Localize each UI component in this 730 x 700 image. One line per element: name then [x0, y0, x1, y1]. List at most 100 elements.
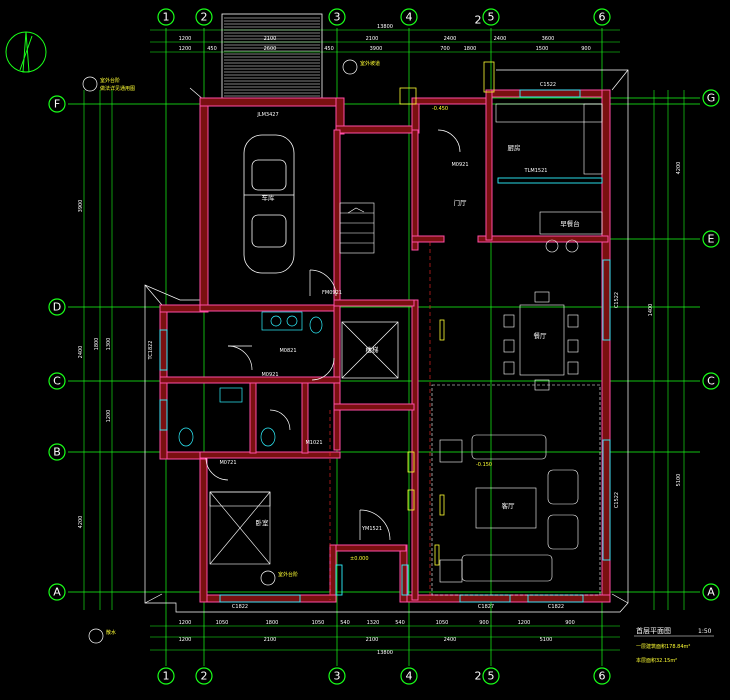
room-labels: 车库 厨房 餐厅 客厅 卧室 楼梯 门厅 早餐台 [256, 143, 580, 527]
garage-ramp [221, 13, 323, 101]
right-axis-labels: G E C A [702, 89, 720, 601]
svg-text:1200: 1200 [518, 620, 531, 626]
svg-text:1050: 1050 [216, 620, 229, 626]
living-label: 客厅 [502, 501, 516, 510]
svg-text:B: B [53, 446, 61, 459]
svg-text:1200: 1200 [179, 620, 192, 626]
north-arrow-icon [5, 31, 47, 73]
interior-walls [159, 89, 609, 601]
svg-text:540: 540 [340, 620, 350, 626]
svg-text:5: 5 [488, 670, 495, 683]
svg-text:1800: 1800 [266, 620, 279, 626]
svg-text:2100: 2100 [366, 637, 379, 643]
svg-text:2: 2 [201, 11, 208, 24]
svg-text:3: 3 [334, 11, 341, 24]
svg-text:1050: 1050 [312, 620, 325, 626]
svg-text:2: 2 [475, 670, 482, 683]
title-block: 首层平面图 1:50 一层建筑面积178.84m² 本层面积32.15m² [634, 626, 714, 664]
svg-text:C1822: C1822 [232, 604, 248, 610]
svg-text:E: E [708, 233, 715, 246]
svg-text:3600: 3600 [542, 36, 555, 42]
svg-text:1: 1 [163, 11, 170, 24]
svg-text:A: A [53, 586, 61, 599]
svg-text:2100: 2100 [366, 36, 379, 42]
svg-text:FM0921: FM0921 [322, 290, 342, 296]
area-note-2: 本层面积32.15m² [636, 657, 677, 664]
bed-icon [209, 491, 271, 565]
svg-text:G: G [707, 92, 716, 105]
svg-text:±0.000: ±0.000 [350, 556, 369, 562]
svg-text:YM1521: YM1521 [361, 526, 382, 532]
garage-label: 车库 [262, 193, 276, 202]
bedroom-label: 卧室 [256, 518, 270, 527]
svg-text:M0721: M0721 [219, 460, 236, 466]
svg-text:4200: 4200 [676, 162, 682, 175]
svg-text:2400: 2400 [78, 346, 84, 359]
exterior-walls [159, 89, 611, 603]
svg-text:3900: 3900 [78, 200, 84, 213]
svg-text:4: 4 [406, 11, 413, 24]
roof-overhang-outline [144, 69, 629, 613]
svg-text:2100: 2100 [264, 637, 277, 643]
svg-text:2400: 2400 [494, 36, 507, 42]
svg-text:M1021: M1021 [305, 440, 322, 446]
windows [159, 89, 611, 603]
right-dimension-texts: 4200 1400 5100 [648, 162, 682, 487]
svg-text:3: 3 [334, 670, 341, 683]
svg-text:C: C [53, 375, 61, 388]
bottom-axis-labels: 1 2 3 4 5 6 2 [157, 667, 611, 685]
svg-text:1200: 1200 [106, 410, 112, 423]
svg-text:室外台阶: 室外台阶 [278, 571, 298, 578]
svg-text:1: 1 [163, 670, 170, 683]
top-dimension-texts: 13800 1200 2100 2100 2400 2400 3600 1200… [179, 24, 591, 52]
svg-text:13800: 13800 [377, 24, 393, 30]
svg-text:1800: 1800 [464, 46, 477, 52]
svg-text:-0.450: -0.450 [432, 106, 448, 112]
staircase [339, 202, 375, 254]
svg-text:M0821: M0821 [279, 348, 296, 354]
annotations: 室外台阶 做法详见通用图 室外坡道 室外台阶 散水 ±0.000 -0.450 … [82, 59, 492, 644]
svg-text:C: C [707, 375, 715, 388]
door-swings [205, 129, 461, 541]
entry-label: 门厅 [454, 198, 468, 207]
svg-text:C1522: C1522 [614, 292, 620, 308]
drawing-scale: 1:50 [698, 628, 712, 635]
svg-text:1500: 1500 [536, 46, 549, 52]
shaft-box [341, 321, 399, 379]
svg-text:1050: 1050 [436, 620, 449, 626]
svg-text:4: 4 [406, 670, 413, 683]
car-icon [243, 134, 295, 274]
svg-text:C1827: C1827 [478, 604, 494, 610]
svg-text:2600: 2600 [264, 46, 277, 52]
svg-text:540: 540 [395, 620, 405, 626]
svg-text:C1522: C1522 [540, 82, 556, 88]
svg-text:C1522: C1522 [614, 492, 620, 508]
svg-text:5: 5 [488, 11, 495, 24]
opening-tags: JLM3427 C1522 TLM1521 C1522 C1522 C1822 … [148, 82, 620, 610]
svg-text:6: 6 [599, 11, 606, 24]
svg-text:5100: 5100 [676, 474, 682, 487]
svg-text:1200: 1200 [179, 46, 192, 52]
svg-text:4200: 4200 [78, 516, 84, 529]
svg-text:2: 2 [201, 670, 208, 683]
svg-text:1400: 1400 [648, 304, 654, 317]
svg-text:F: F [54, 98, 60, 111]
top-axis-labels: 1 2 3 4 5 6 2 [157, 8, 611, 27]
svg-text:1200: 1200 [179, 637, 192, 643]
svg-text:M0921: M0921 [261, 372, 278, 378]
svg-text:做法详见通用图: 做法详见通用图 [100, 85, 135, 92]
kitchen-label: 厨房 [508, 143, 521, 152]
svg-text:1200: 1200 [179, 36, 192, 42]
area-note-1: 一层建筑面积178.84m² [636, 643, 690, 650]
pantry-label: 早餐台 [560, 219, 580, 228]
stair-label: 楼梯 [366, 345, 380, 354]
svg-text:6: 6 [599, 670, 606, 683]
dining-label: 餐厅 [534, 331, 548, 340]
svg-text:A: A [707, 586, 715, 599]
svg-text:-0.150: -0.150 [476, 462, 492, 468]
living-sofa-set [431, 384, 601, 596]
bathroom-fixtures [178, 311, 323, 447]
svg-text:1300: 1300 [106, 338, 112, 351]
svg-text:900: 900 [565, 620, 575, 626]
